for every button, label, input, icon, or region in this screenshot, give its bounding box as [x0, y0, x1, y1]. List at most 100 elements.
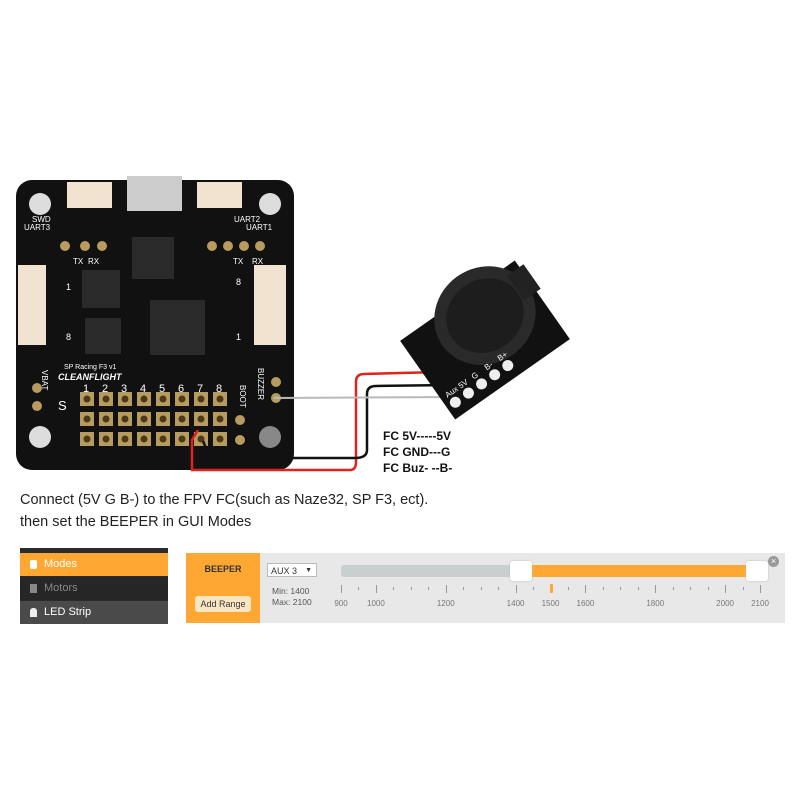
scale-tick — [341, 585, 342, 593]
buzzer-pin — [476, 378, 488, 390]
sidebar-item-motors[interactable]: Motors — [20, 577, 168, 600]
flight-controller-board: SP Racing F3 v1 CLEANFLIGHT S SWD UART3 … — [16, 176, 294, 470]
solder-pad — [80, 241, 90, 251]
solder-pad — [235, 415, 245, 425]
buzzer-pin-label: B- — [483, 360, 495, 372]
solder-pad — [32, 401, 42, 411]
board-logo: CLEANFLIGHT — [58, 372, 123, 382]
esc-connector — [254, 265, 286, 345]
pad-hole — [140, 395, 148, 403]
channel-select[interactable]: AUX 3 ▼ — [267, 563, 317, 577]
solder-pad — [223, 241, 233, 251]
label-tx: TX — [73, 257, 84, 266]
board-name: SP Racing F3 v1 — [64, 364, 117, 371]
tick-label: 2000 — [716, 599, 734, 608]
solder-pad — [97, 241, 107, 251]
sidebar-item-label: Modes — [44, 558, 78, 570]
pad-hole — [216, 395, 224, 403]
channel-number: 2 — [102, 383, 108, 395]
gui-sidebar: Modes Motors LED Strip — [20, 548, 168, 624]
solder-pad — [235, 435, 245, 445]
pad-hole — [102, 415, 110, 423]
pad-hole — [83, 415, 91, 423]
scale-tick — [445, 585, 447, 593]
sidebar-item-label: LED Strip — [44, 606, 92, 618]
pad-hole — [216, 435, 224, 443]
wire-5v — [190, 370, 441, 472]
slider-min-handle[interactable] — [509, 561, 532, 581]
dropdown-arrow-icon: ▼ — [305, 567, 312, 574]
channel-number: 7 — [197, 383, 203, 395]
mount-hole — [259, 193, 281, 215]
scale-tick — [707, 587, 709, 590]
wiring-line-gnd: FC GND---G — [383, 445, 450, 459]
label-tx-2: TX — [233, 257, 244, 266]
slider-max-handle[interactable] — [746, 561, 768, 581]
wiring-diagram: SP Racing F3 v1 CLEANFLIGHT S SWD UART3 … — [16, 176, 570, 475]
scale-tick — [690, 587, 692, 590]
wiring-line-buz: FC Buz- --B- — [383, 461, 452, 475]
scale-tick — [358, 587, 360, 590]
scale-tick — [672, 587, 674, 590]
scale-tick — [585, 585, 587, 593]
solder-pad — [255, 241, 265, 251]
solder-pad — [207, 241, 217, 251]
buzzer-pin — [489, 369, 501, 381]
sidebar-item-modes[interactable]: Modes — [20, 553, 168, 576]
channel-number: 6 — [178, 383, 184, 395]
pad-hole — [102, 395, 110, 403]
pad-hole — [178, 415, 186, 423]
mount-hole — [29, 193, 51, 215]
solder-pad — [239, 241, 249, 251]
tick-label: 1500 — [541, 599, 560, 608]
pad-hole — [216, 415, 224, 423]
tick-label: 900 — [334, 599, 348, 608]
scale-tick — [515, 585, 517, 593]
solder-pad — [271, 377, 281, 387]
rx-connector — [18, 265, 46, 345]
scale-tick — [393, 587, 395, 590]
pad-hole — [197, 415, 205, 423]
scale-tick — [620, 587, 622, 590]
range-max-text: Max: 2100 — [272, 597, 312, 607]
label-8-right: 8 — [236, 277, 241, 287]
tick-label: 1400 — [506, 599, 525, 608]
label-swd: SWD — [32, 215, 51, 224]
channel-number: 3 — [121, 383, 127, 395]
scale-tick — [480, 587, 482, 590]
motor-icon — [30, 584, 37, 593]
pad-hole — [197, 395, 205, 403]
label-rx: RX — [88, 257, 100, 266]
label-rx-2: RX — [252, 257, 264, 266]
scale-tick — [602, 587, 604, 590]
mount-hole — [29, 426, 51, 448]
channel-number: 8 — [216, 383, 222, 395]
chip — [132, 237, 174, 279]
pad-hole — [178, 435, 186, 443]
scale-tick — [375, 585, 377, 593]
remove-range-icon[interactable]: × — [768, 556, 779, 567]
solder-pad — [32, 383, 42, 393]
label-s: S — [58, 398, 67, 413]
tick-label: 1800 — [646, 599, 665, 608]
mode-name: BEEPER — [204, 564, 242, 574]
sidebar-item-led-strip[interactable]: LED Strip — [20, 601, 168, 624]
label-vbat: VBAT — [40, 370, 49, 390]
pad-hole — [140, 415, 148, 423]
led-icon — [30, 608, 37, 617]
scale-tick — [410, 587, 412, 590]
buzzer-pin-label: G — [470, 370, 480, 381]
range-min-text: Min: 1400 — [272, 586, 310, 596]
add-range-button[interactable]: Add Range — [195, 596, 251, 612]
slider-track[interactable] — [341, 565, 516, 577]
swd-connector — [67, 182, 112, 208]
buzzer-pin — [462, 387, 474, 399]
pad-hole — [121, 415, 129, 423]
channel-value: AUX 3 — [271, 566, 298, 576]
scale-tick — [428, 587, 430, 590]
label-1: 1 — [66, 282, 71, 292]
label-buzzer: BUZZER — [256, 368, 265, 400]
usb-port — [127, 176, 182, 211]
pad-hole — [159, 435, 167, 443]
